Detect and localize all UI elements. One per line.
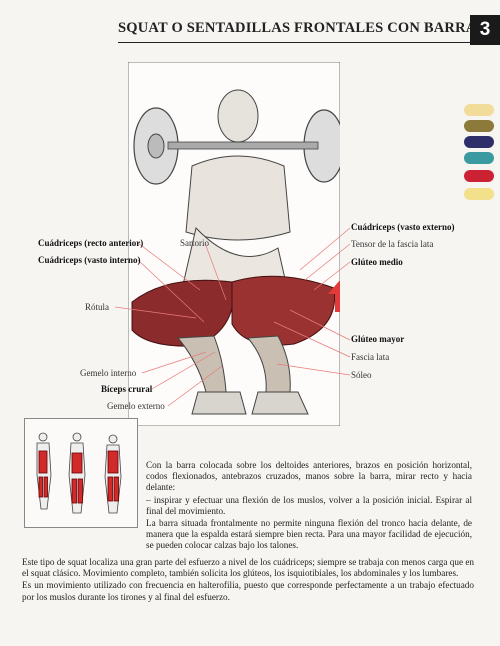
label-soleo: Sóleo: [351, 370, 372, 380]
label-gemelo-externo: Gemelo externo: [107, 401, 165, 411]
label-sartorio: Sartorio: [180, 238, 209, 248]
label-gemelo-interno: Gemelo interno: [80, 368, 137, 378]
title-rule: [118, 42, 470, 43]
page-number-badge: 3: [470, 15, 500, 45]
paragraph-localization: Este tipo de squat localiza una gran par…: [22, 557, 474, 579]
page-title: SQUAT O SENTADILLAS FRONTALES CON BARRA: [118, 20, 477, 36]
paragraph-breathing: – inspirar y efectuar una flexión de los…: [146, 494, 472, 516]
muscle-diagram-figures: [24, 418, 138, 528]
execution-description: Con la barra colocada sobre los deltoide…: [146, 460, 472, 553]
paragraph-technique: La barra situada frontalmente no permite…: [146, 518, 472, 551]
thumb-tab-6[interactable]: [464, 188, 494, 200]
label-gluteo-medio: Glúteo medio: [351, 257, 403, 267]
label-tensor-fascia-lata: Tensor de la fascia lata: [351, 239, 434, 249]
label-rotula: Rótula: [85, 302, 109, 312]
thumb-tab-4[interactable]: [464, 152, 494, 164]
label-fascia-lata: Fascia lata: [351, 352, 390, 362]
label-cuadriceps-vasto-externo: Cuádriceps (vasto externo): [351, 222, 455, 232]
exercise-notes: Este tipo de squat localiza una gran par…: [22, 557, 474, 604]
label-cuadriceps-vasto-interno: Cuádriceps (vasto interno): [38, 255, 141, 265]
paragraph-position: Con la barra colocada sobre los deltoide…: [146, 460, 472, 493]
label-gluteo-mayor: Glúteo mayor: [351, 334, 405, 344]
thumb-tab-5[interactable]: [464, 170, 494, 182]
paragraph-weightlifting: Es un movimiento utilizado con frecuenci…: [22, 580, 474, 602]
thumb-tab-1[interactable]: [464, 104, 494, 116]
label-biceps-crural: Bíceps crural: [101, 384, 153, 394]
thumb-tab-2[interactable]: [464, 120, 494, 132]
front-squat-illustration: [128, 62, 340, 426]
label-cuadriceps-recto-anterior: Cuádriceps (recto anterior): [38, 238, 144, 248]
thumb-tab-3[interactable]: [464, 136, 494, 148]
